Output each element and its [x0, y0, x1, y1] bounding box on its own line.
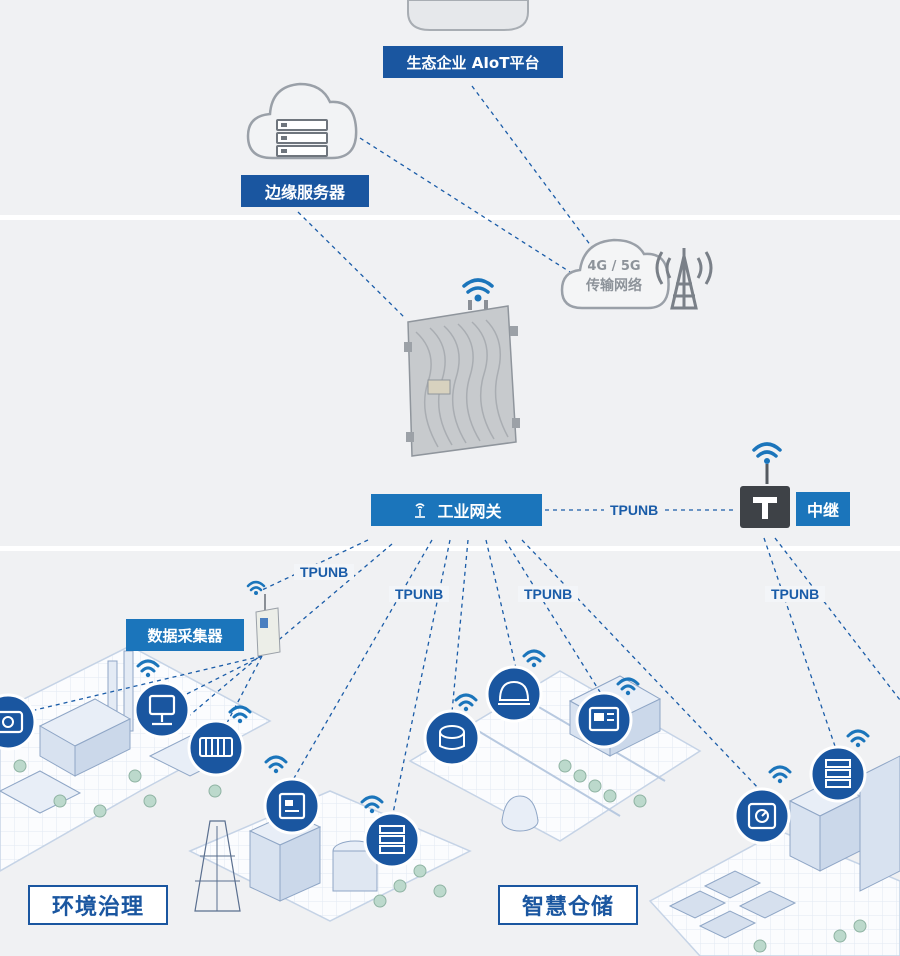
collector-to-camera-link	[34, 655, 263, 711]
relay-device	[740, 442, 790, 528]
tpunb-label-right: TPUNB	[765, 586, 826, 602]
edge-server-icon	[246, 82, 358, 160]
cell-tower-icon	[655, 248, 713, 310]
data-collector-label: 数据采集器	[126, 619, 244, 651]
edge-server-label: 边缘服务器	[241, 175, 369, 207]
tpunb-label-middle: TPUNB	[518, 586, 579, 602]
antenna-icon	[411, 501, 429, 519]
industrial-gateway-device	[404, 278, 520, 457]
storage-sensor-icon	[485, 665, 543, 723]
edge-to-cellular-link	[359, 137, 571, 273]
gateway-to-meter-link	[289, 539, 433, 786]
gateway-to-gauge-link	[521, 539, 761, 791]
cabinet-sensor-icon	[575, 691, 633, 749]
platform-to-cellular-link	[471, 85, 601, 259]
server-rack-sensor-icon	[363, 811, 421, 869]
city-scene-illustration	[0, 645, 900, 956]
camera-sensor-icon	[0, 693, 37, 751]
scene-label-environment: 环境治理	[28, 885, 168, 925]
relay-wifi-icon	[752, 442, 782, 458]
relay-label: 中继	[796, 492, 850, 526]
gateway-to-storage-link	[485, 539, 517, 669]
edge-to-gateway-link	[297, 211, 406, 319]
tpunb-label-left: TPUNB	[389, 586, 450, 602]
radiator-sensor-icon	[187, 719, 245, 777]
platform-cloud-icon	[407, 0, 529, 31]
tpunb-label-collector: TPUNB	[294, 564, 355, 580]
gateway-label-text: 工业网关	[437, 502, 502, 521]
relay-to-offscreen-link	[774, 537, 900, 701]
cellular-line1: 4G / 5G	[587, 259, 640, 274]
tank-sensor-icon	[423, 709, 481, 767]
platform-label: 生态企业 AIoT平台	[383, 46, 563, 78]
section-divider	[0, 215, 900, 220]
cellular-line2: 传输网络	[585, 277, 642, 294]
gateway-label: 工业网关	[371, 494, 542, 526]
relay-to-rack-link	[763, 537, 839, 756]
server-rack-right-sensor-icon	[809, 745, 867, 803]
gateway-wifi-icon	[462, 278, 494, 294]
cellular-network-icon: 4G / 5G 传输网络	[560, 238, 713, 310]
tpunb-label-relay: TPUNB	[604, 502, 665, 518]
section-divider	[0, 546, 900, 551]
gauge-sensor-icon	[733, 787, 791, 845]
data-collector-device	[246, 580, 281, 657]
meter-sensor-icon	[263, 777, 321, 835]
network-switch-sensor-icon	[133, 681, 191, 739]
scene-label-warehouse: 智慧仓储	[498, 885, 638, 925]
